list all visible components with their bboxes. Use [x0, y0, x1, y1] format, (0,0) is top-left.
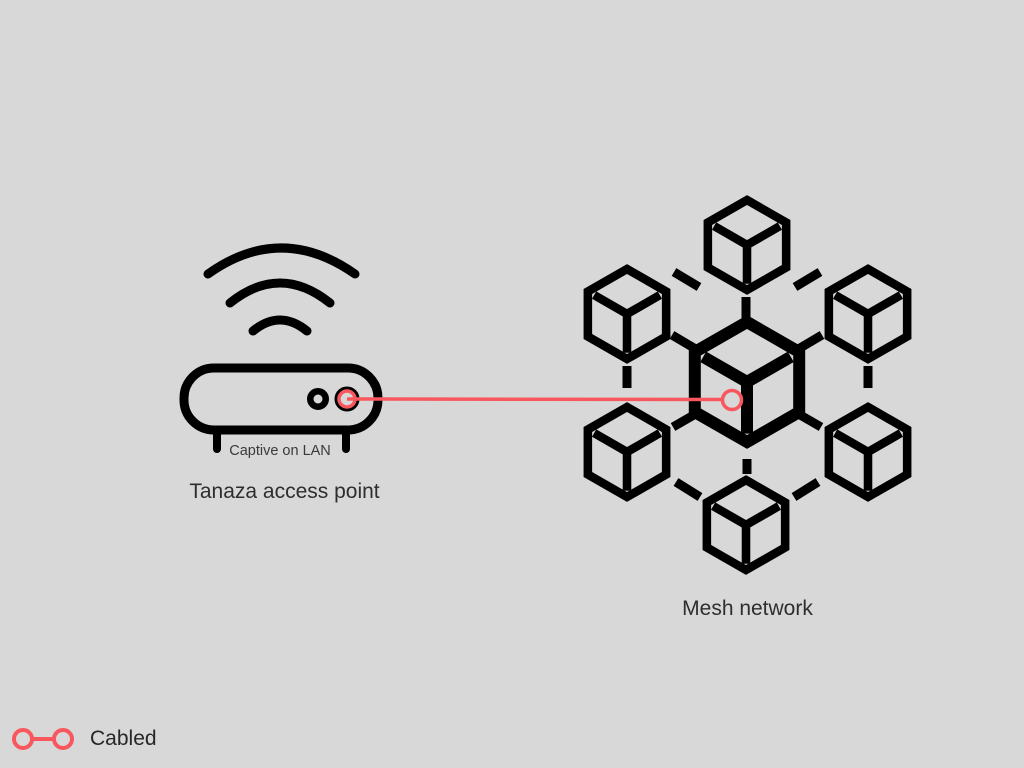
mesh-node-bottom	[707, 480, 785, 570]
cable-connection	[337, 388, 744, 412]
mesh-node-bottom-right	[829, 407, 907, 497]
access-point-label: Tanaza access point	[189, 480, 380, 503]
wifi-signal-icon	[203, 243, 360, 336]
cable-line	[346, 397, 724, 402]
router-indicator-circle	[307, 388, 329, 410]
mesh-node-top-left	[588, 269, 666, 359]
mesh-node-top	[708, 200, 786, 290]
mesh-node-bottom-left	[588, 407, 666, 497]
cable-endpoint-router	[337, 389, 357, 409]
mesh-cubes-icon	[588, 200, 907, 570]
mesh-network-label: Mesh network	[682, 597, 813, 620]
mesh-node-top-right	[829, 269, 907, 359]
captive-on-lan-caption: Captive on LAN	[229, 443, 331, 459]
cable-endpoint-mesh	[720, 388, 744, 412]
legend-cabled-label: Cabled	[90, 727, 157, 750]
cabled-connection-icon	[12, 728, 74, 750]
mesh-node-center	[695, 322, 799, 442]
